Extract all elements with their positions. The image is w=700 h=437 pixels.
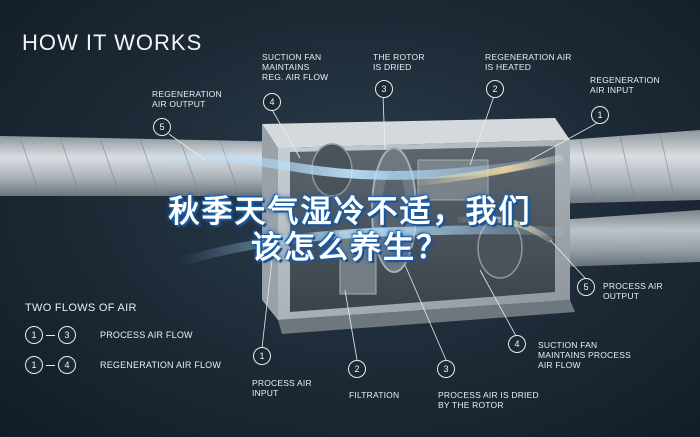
legend-to-badge: 3 bbox=[58, 326, 76, 344]
callout-process-output-label: PROCESS AIR OUTPUT bbox=[603, 281, 663, 301]
legend-row-process: 1 3 PROCESS AIR FLOW bbox=[25, 326, 193, 344]
process-output-flow bbox=[457, 215, 553, 243]
callout-number-badge: 5 bbox=[153, 118, 171, 136]
callout-text: REGENERATION AIR OUTPUT bbox=[152, 89, 222, 109]
lower-right-duct bbox=[530, 210, 700, 268]
callout-text: FILTRATION bbox=[349, 390, 400, 400]
callout-number-badge: 3 bbox=[437, 360, 455, 378]
legend-row-regeneration: 1 4 REGENERATION AIR FLOW bbox=[25, 356, 221, 374]
callout-text: SUCTION FAN MAINTAINS REG. AIR FLOW bbox=[262, 52, 329, 82]
callout-suction-fan-process-label: SUCTION FAN MAINTAINS PROCESS AIR FLOW bbox=[538, 340, 631, 370]
callout-number-badge: 2 bbox=[348, 360, 366, 378]
regeneration-airflow bbox=[135, 153, 565, 180]
callout-filtration-label: FILTRATION bbox=[349, 390, 399, 400]
callout-number-badge: 1 bbox=[591, 106, 609, 124]
callout-text: THE ROTOR IS DRIED bbox=[373, 52, 425, 72]
callout-number-badge: 4 bbox=[508, 335, 526, 353]
legend-label: REGENERATION AIR FLOW bbox=[100, 360, 222, 370]
overlay-headline-line2: 该怎么养生？ bbox=[251, 230, 449, 265]
callout-reg-output-label: REGENERATION AIR OUTPUT bbox=[152, 89, 222, 109]
callout-process-input-label: PROCESS AIR INPUT bbox=[252, 378, 312, 398]
callout-reg-heated-label: REGENERATION AIR IS HEATED bbox=[485, 52, 572, 72]
legend-label: PROCESS AIR FLOW bbox=[100, 330, 193, 340]
callout-number-badge: 2 bbox=[486, 80, 504, 98]
callout-number-badge: 1 bbox=[253, 347, 271, 365]
callout-text: PROCESS AIR IS DRIED BY THE ROTOR bbox=[438, 390, 539, 410]
legend-to-badge: 4 bbox=[58, 356, 76, 374]
top-leader-lines bbox=[168, 94, 600, 166]
callout-number-badge: 5 bbox=[577, 278, 595, 296]
callout-number-badge: 3 bbox=[375, 80, 393, 98]
callout-text: PROCESS AIR INPUT bbox=[252, 378, 312, 398]
overlay-headline-line1: 秋季天气湿冷不适，我们 bbox=[168, 194, 532, 229]
callout-rotor-dried-label: THE ROTOR IS DRIED bbox=[373, 52, 425, 72]
callout-rotor-dries-label: PROCESS AIR IS DRIED BY THE ROTOR bbox=[438, 390, 539, 410]
callout-suction-fan-reg-label: SUCTION FAN MAINTAINS REG. AIR FLOW bbox=[262, 52, 328, 82]
legend-dash bbox=[46, 334, 55, 336]
legend-title: TWO FLOWS OF AIR bbox=[25, 302, 137, 314]
callout-text: REGENERATION AIR INPUT bbox=[590, 75, 660, 95]
callout-text: PROCESS AIR OUTPUT bbox=[603, 281, 663, 301]
callout-number-badge: 4 bbox=[263, 93, 281, 111]
cabinet-top bbox=[262, 118, 570, 148]
legend-dash bbox=[46, 364, 55, 366]
bottom-leader-lines bbox=[261, 239, 587, 361]
legend-from-badge: 1 bbox=[25, 326, 43, 344]
process-airflow bbox=[175, 225, 565, 267]
callout-text: REGENERATION AIR IS HEATED bbox=[485, 52, 572, 72]
callout-reg-input-label: REGENERATION AIR INPUT bbox=[590, 75, 660, 95]
filter bbox=[339, 231, 377, 295]
cabinet-left bbox=[262, 124, 278, 320]
legend-from-badge: 1 bbox=[25, 356, 43, 374]
callout-text: SUCTION FAN MAINTAINS PROCESS AIR FLOW bbox=[538, 340, 631, 370]
heated-airflow bbox=[416, 154, 564, 186]
page-title: HOW IT WORKS bbox=[22, 30, 203, 55]
